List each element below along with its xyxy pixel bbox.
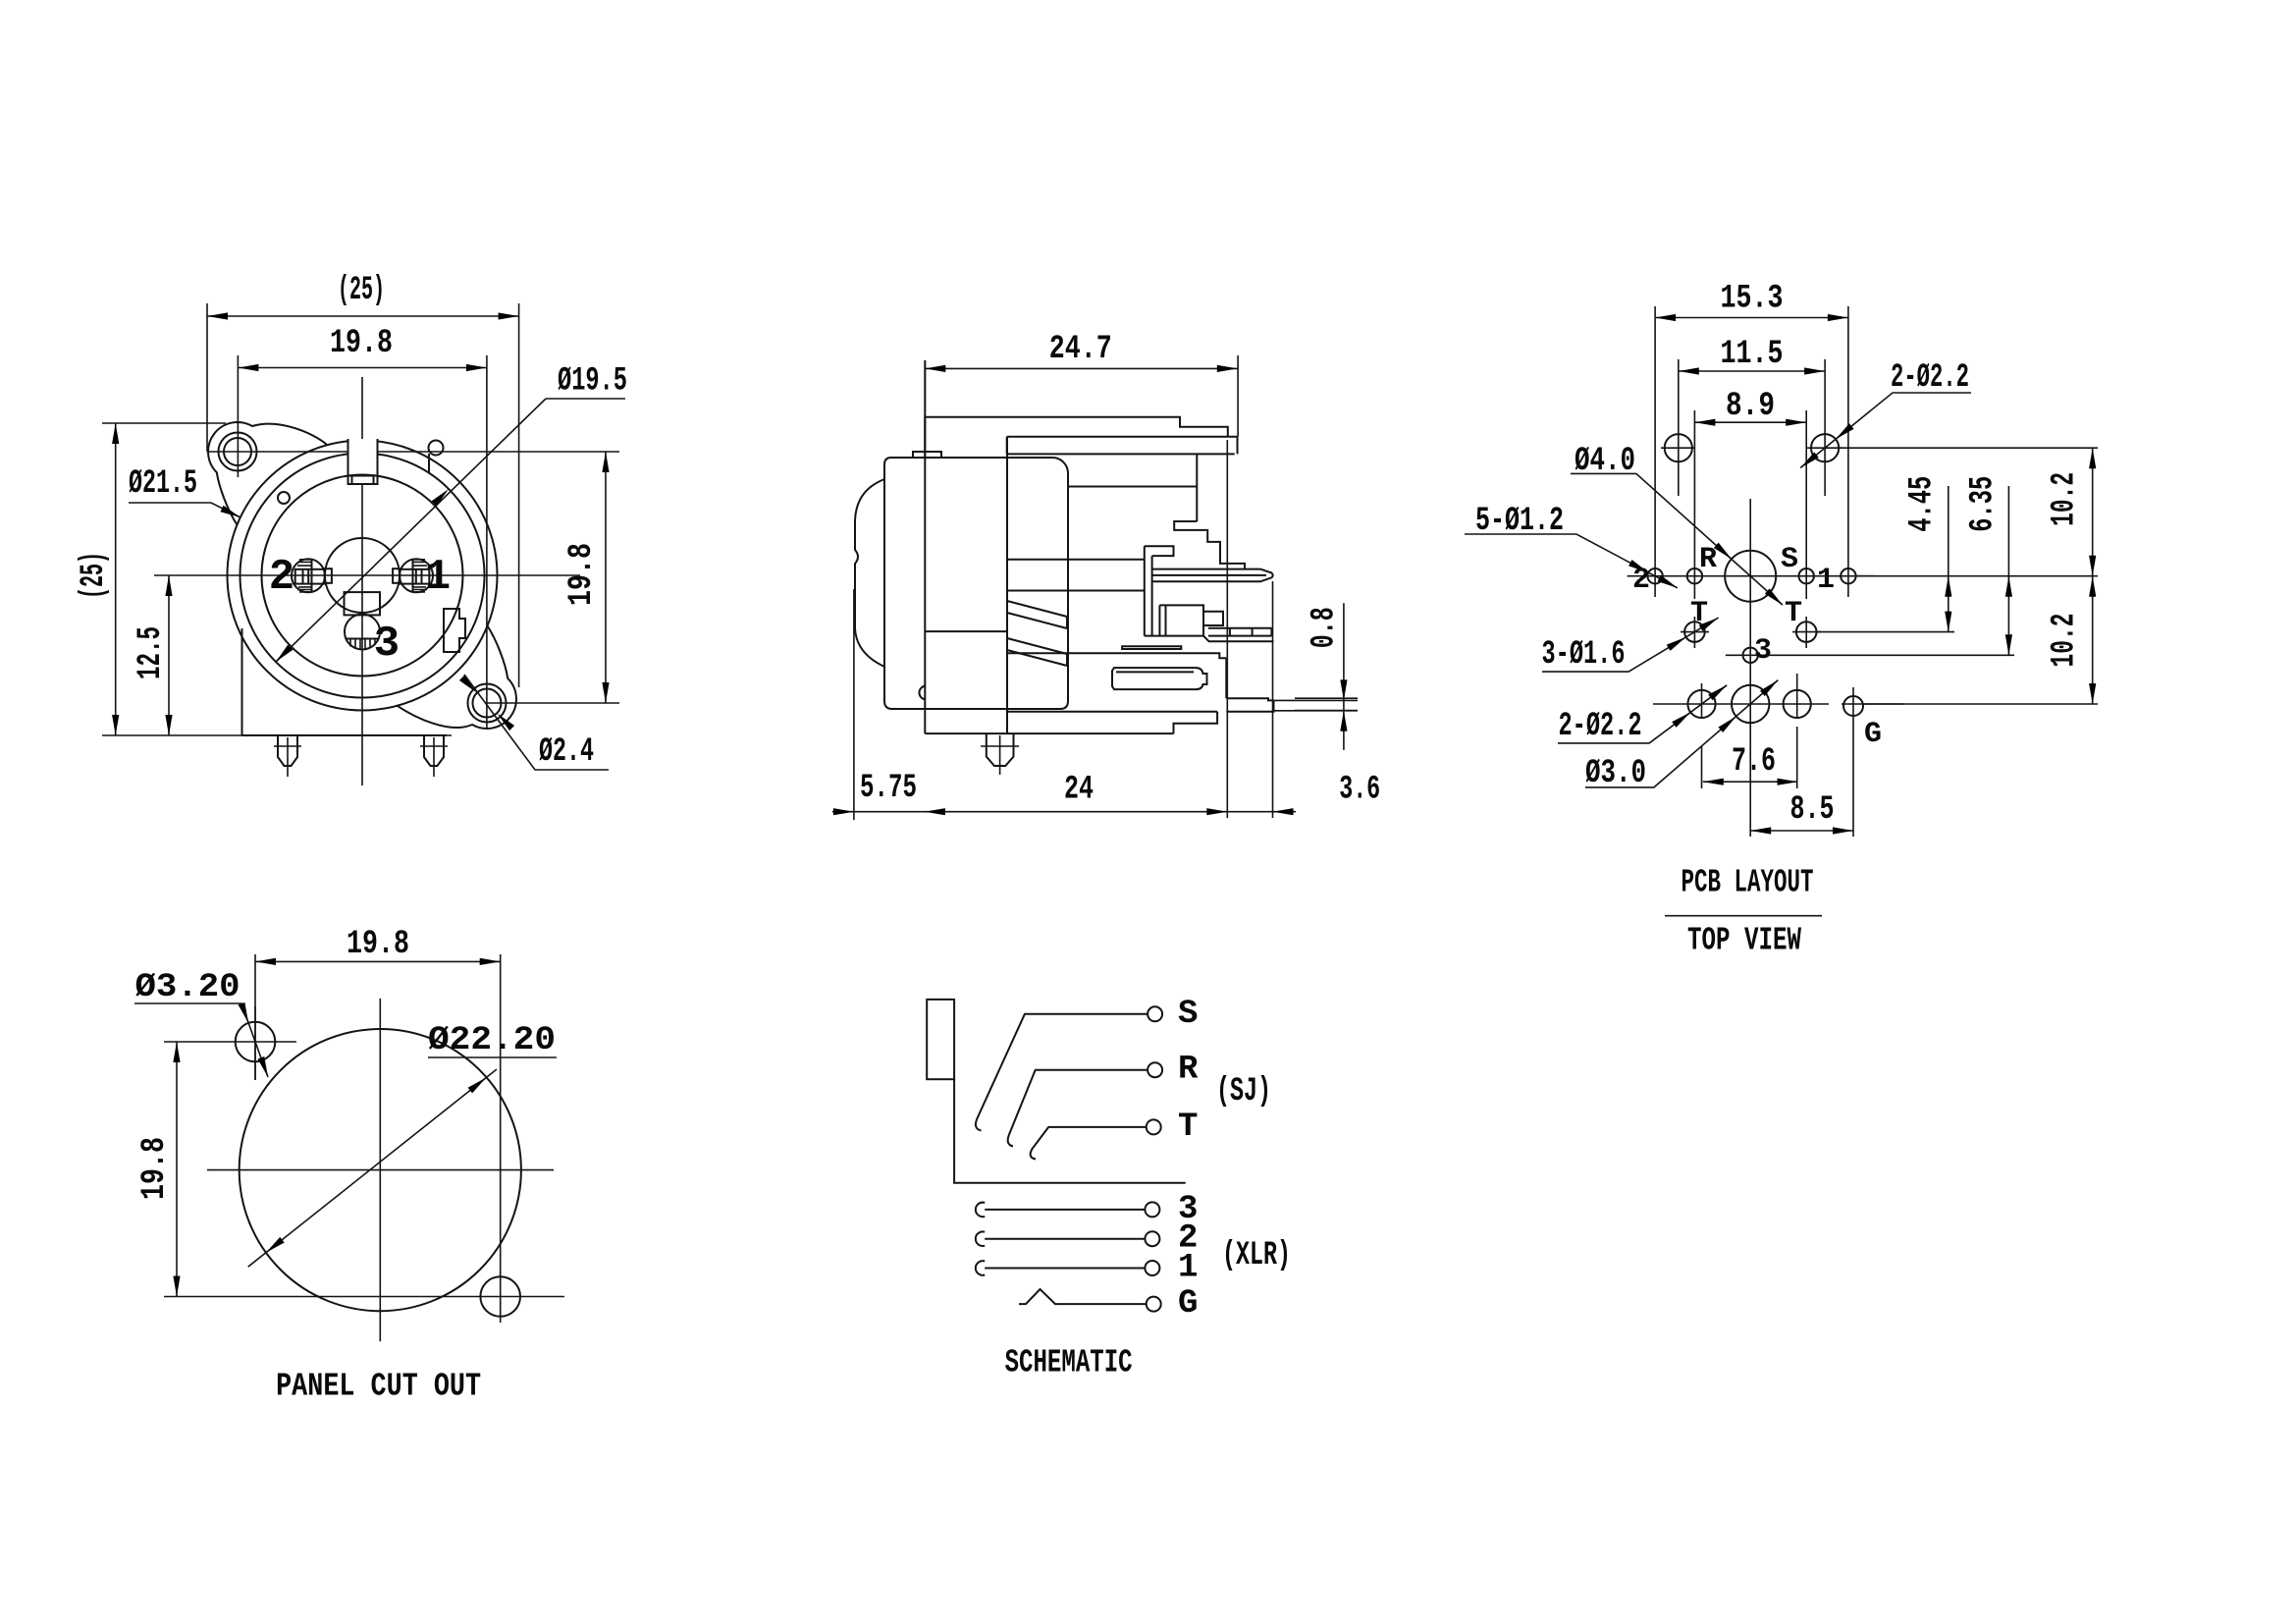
svg-text:2: 2: [1178, 1220, 1198, 1258]
svg-text:S: S: [1178, 996, 1198, 1033]
svg-text:(25): (25): [76, 552, 113, 599]
svg-text:G: G: [1864, 718, 1882, 751]
svg-text:3: 3: [374, 620, 400, 669]
svg-text:T: T: [1178, 1109, 1198, 1146]
svg-text:(SJ): (SJ): [1216, 1073, 1271, 1110]
svg-text:7.6: 7.6: [1732, 743, 1776, 781]
svg-text:11.5: 11.5: [1721, 336, 1784, 373]
svg-text:19.8: 19.8: [563, 543, 601, 606]
svg-text:8.5: 8.5: [1790, 791, 1835, 829]
svg-text:3: 3: [1754, 634, 1772, 668]
svg-text:3.6: 3.6: [1339, 772, 1380, 809]
svg-text:8.9: 8.9: [1726, 388, 1775, 425]
svg-text:10.2: 10.2: [2046, 472, 2083, 526]
svg-text:24.7: 24.7: [1049, 331, 1112, 368]
svg-text:(25): (25): [338, 272, 385, 309]
svg-text:T: T: [1690, 597, 1708, 630]
svg-text:2-Ø2.2: 2-Ø2.2: [1891, 359, 1969, 397]
svg-text:19.8: 19.8: [330, 325, 393, 362]
svg-text:5.75: 5.75: [860, 770, 917, 807]
svg-text:Ø3.20: Ø3.20: [135, 969, 240, 1006]
svg-text:6.35: 6.35: [1964, 476, 2002, 532]
svg-text:10.2: 10.2: [2046, 614, 2083, 668]
svg-text:1: 1: [425, 553, 451, 602]
svg-text:R: R: [1178, 1052, 1199, 1089]
svg-text:Ø22.20: Ø22.20: [428, 1022, 556, 1059]
svg-text:24: 24: [1064, 772, 1094, 809]
svg-text:19.8: 19.8: [347, 926, 409, 963]
svg-text:TOP VIEW: TOP VIEW: [1687, 923, 1801, 959]
svg-text:PCB LAYOUT: PCB LAYOUT: [1682, 865, 1814, 901]
svg-text:0.8: 0.8: [1306, 607, 1343, 648]
svg-text:Ø4.0: Ø4.0: [1575, 443, 1635, 480]
svg-text:Ø19.5: Ø19.5: [558, 363, 627, 401]
svg-text:2-Ø2.2: 2-Ø2.2: [1559, 708, 1642, 745]
svg-text:(XLR): (XLR): [1222, 1237, 1291, 1274]
svg-text:R: R: [1699, 543, 1717, 576]
svg-text:Ø2.4: Ø2.4: [539, 733, 594, 771]
svg-text:PANEL CUT OUT: PANEL CUT OUT: [276, 1369, 481, 1405]
svg-text:3-Ø1.6: 3-Ø1.6: [1542, 636, 1626, 674]
svg-text:3: 3: [1178, 1191, 1198, 1228]
svg-text:S: S: [1781, 543, 1798, 576]
svg-text:Ø21.5: Ø21.5: [129, 465, 197, 503]
svg-text:G: G: [1178, 1285, 1198, 1323]
svg-text:1: 1: [1178, 1250, 1198, 1287]
svg-text:12.5: 12.5: [133, 626, 170, 679]
svg-text:19.8: 19.8: [136, 1137, 174, 1200]
svg-text:4.45: 4.45: [1904, 476, 1942, 532]
svg-text:T: T: [1785, 597, 1802, 630]
svg-text:2: 2: [1632, 564, 1650, 597]
svg-text:1: 1: [1817, 564, 1835, 597]
svg-text:2: 2: [269, 553, 294, 602]
svg-text:15.3: 15.3: [1721, 281, 1784, 318]
svg-text:SCHEMATIC: SCHEMATIC: [1005, 1345, 1133, 1381]
svg-text:Ø3.0: Ø3.0: [1585, 755, 1646, 792]
